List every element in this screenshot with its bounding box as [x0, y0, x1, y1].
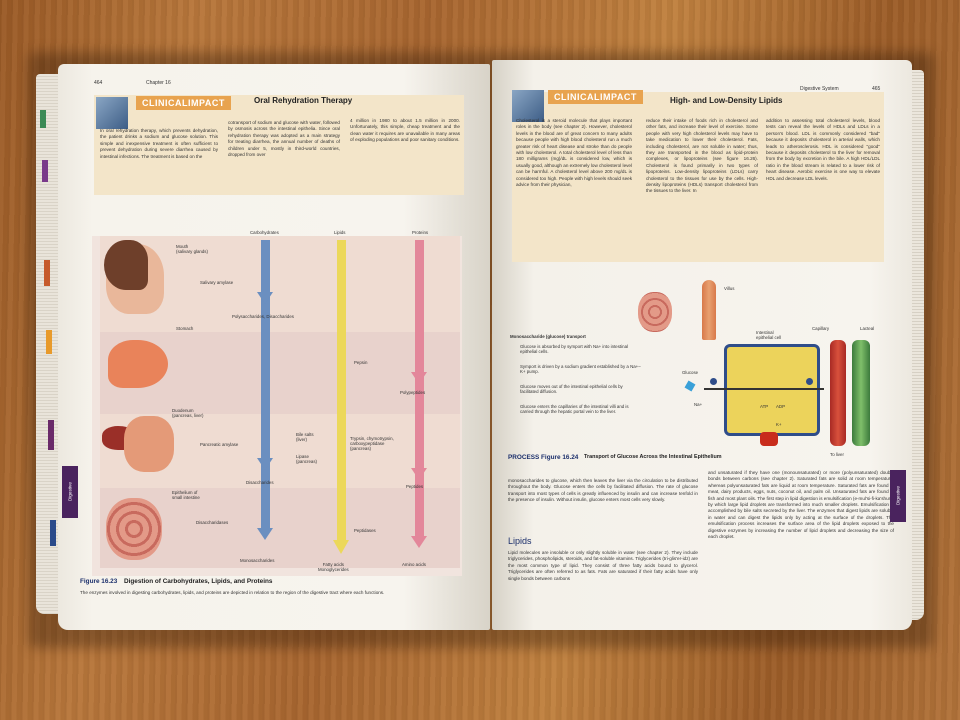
edge-tab	[42, 160, 48, 182]
proteins-header: Proteins	[412, 230, 429, 235]
bile-salts-label: Bile salts (liver)	[296, 432, 314, 443]
step-badge	[710, 378, 717, 385]
sodium-potassium-pump	[760, 432, 778, 446]
clinical-impact-icon	[96, 97, 128, 129]
transport-arrow	[704, 388, 824, 390]
impact-text-col2: cotransport of sodium and glucose with w…	[228, 120, 340, 158]
edge-tab	[46, 330, 52, 354]
adp-label: ADP	[776, 404, 786, 409]
step-1-text: Glucose is absorbed by symport with Na+ …	[520, 344, 628, 355]
carbohydrate-arrowhead	[257, 528, 273, 540]
mouth-label: Mouth (salivary glands)	[176, 244, 208, 255]
to-liver-label: To liver	[830, 452, 844, 457]
impact-title: High- and Low-Density Lipids	[670, 96, 783, 105]
running-head: Chapter 16	[146, 80, 171, 86]
polysaccharides-label: Polysaccharides, Disaccharides	[232, 314, 294, 319]
monosaccharides-label: Monosaccharides	[240, 558, 275, 563]
pepsin-label: Pepsin	[354, 360, 368, 365]
intestine-illustration	[638, 292, 672, 332]
protein-arrowhead	[411, 468, 427, 480]
clinical-impact-box	[512, 92, 884, 262]
lipids-heading: Lipids	[508, 536, 532, 546]
stomach-illustration	[108, 340, 168, 388]
trypsin-label: Trypsin, chymotrypsin, carboxypeptidase …	[350, 436, 394, 452]
clinical-impact-label: CLINICALIMPACT	[548, 90, 643, 104]
disaccharidases-label: Disaccharidases	[196, 520, 229, 525]
duodenum-label: Duodenum (pancreas, liver)	[172, 408, 204, 419]
carbohydrate-arrowhead	[257, 458, 273, 470]
amino-acids-label: Amino acids	[402, 562, 426, 567]
clinical-impact-box	[94, 95, 464, 195]
intestinal-cell-label: Intestinal epithelial cell	[756, 330, 782, 341]
right-page-edges	[910, 70, 924, 620]
impact-text-col1: Cholesterol is a steroid molecule that p…	[516, 118, 632, 188]
figure-caption-title-text: Digestion of Carbohydrates, Lipids, and …	[124, 578, 273, 585]
digestion-diagram: Carbohydrates Lipids Proteins Mouth (sal…	[92, 230, 462, 576]
step-badge	[806, 378, 813, 385]
pancreatic-amylase-label: Pancreatic amylase	[200, 442, 239, 447]
clinical-impact-label: CLINICALIMPACT	[136, 96, 231, 110]
edge-tab	[48, 420, 54, 450]
lacteal-label: Lacteal	[860, 326, 875, 331]
peptides-label: Peptides	[406, 484, 424, 489]
chapter-side-tab: Digestive	[890, 470, 906, 522]
impact-text-col2: reduce their intake of foods rich in cho…	[646, 118, 758, 194]
hair-illustration	[104, 240, 148, 290]
protein-arrowhead	[411, 536, 427, 548]
carbohydrates-header: Carbohydrates	[250, 230, 279, 235]
page-number: 464	[94, 80, 103, 86]
lipids-header: Lipids	[334, 230, 346, 235]
capillary-label: Capillary	[812, 326, 830, 331]
body-text-col1: monosaccharides to glucose, which then l…	[508, 478, 698, 503]
k-label: K+	[776, 422, 782, 427]
step-3-text: Glucose moves out of the intestinal epit…	[520, 384, 623, 395]
glucose-label: Glucose	[682, 370, 699, 375]
disaccharides-label: Disaccharides	[246, 480, 274, 485]
figure-caption-number: Figure 16.23	[80, 578, 118, 585]
capillary-tube	[830, 340, 846, 446]
chapter-side-tab: Digestive	[62, 466, 78, 518]
step-2-text: Symport is driven by a sodium gradient e…	[520, 364, 641, 375]
impact-text-col3: addition to assessing total cholesterol …	[766, 118, 880, 181]
villus-label: Villus	[724, 286, 735, 291]
figure-caption-title: Digestion of Carbohydrates, Lipids, and …	[124, 578, 272, 585]
body-text-col2: and unsaturated if they have one (monoun…	[708, 470, 894, 540]
carbohydrate-arrowhead	[257, 292, 273, 304]
protein-arrowhead	[411, 372, 427, 384]
carbohydrate-arrow	[261, 240, 270, 528]
polypeptides-label: Polypeptides	[400, 390, 426, 395]
peptidases-label: Peptidases	[354, 528, 376, 533]
clinical-impact-icon	[512, 90, 544, 122]
impact-text-col3: 4 million in 1980 to about 1.5 million i…	[350, 118, 460, 143]
running-head: Digestive System	[800, 86, 839, 92]
edge-tab	[50, 520, 56, 546]
transport-title: Monosaccharide (glucose) transport	[510, 334, 586, 339]
villus-illustration	[702, 280, 716, 340]
salivary-amylase-label: Salivary amylase	[200, 280, 234, 285]
lacteal-tube	[852, 340, 870, 446]
edge-tab	[40, 110, 46, 128]
edge-tab	[44, 260, 50, 286]
process-figure-number: PROCESS Figure 16.24	[508, 454, 579, 461]
lipid-arrow	[337, 240, 346, 540]
step-4-text: Glucose enters the capillaries of the in…	[520, 404, 629, 415]
fatty-acids-label: Fatty acids Monoglycerides	[318, 562, 349, 573]
page-number: 465	[872, 86, 881, 92]
lipid-arrowhead	[333, 540, 349, 554]
protein-arrow	[415, 240, 424, 536]
lipase-label: Lipase (pancreas)	[296, 454, 317, 465]
body-text-col1b: Lipid molecules are insoluble or only sl…	[508, 550, 698, 581]
impact-text-col1: In oral rehydration therapy, which preve…	[100, 128, 218, 159]
duodenum-illustration	[124, 416, 174, 472]
epithelial-cell	[724, 344, 820, 436]
na-label: Na+	[694, 402, 703, 407]
epithelium-label: Epithelium of small intestine	[172, 490, 200, 501]
impact-title: Oral Rehydration Therapy	[254, 96, 353, 105]
small-intestine-illustration	[106, 498, 162, 560]
process-figure-title: Transport of Glucose Across the Intestin…	[584, 454, 722, 460]
stomach-label: Stomach	[176, 326, 194, 331]
atp-label: ATP	[760, 404, 769, 409]
figure-caption-description: The enzymes involved in digesting carboh…	[80, 590, 385, 595]
